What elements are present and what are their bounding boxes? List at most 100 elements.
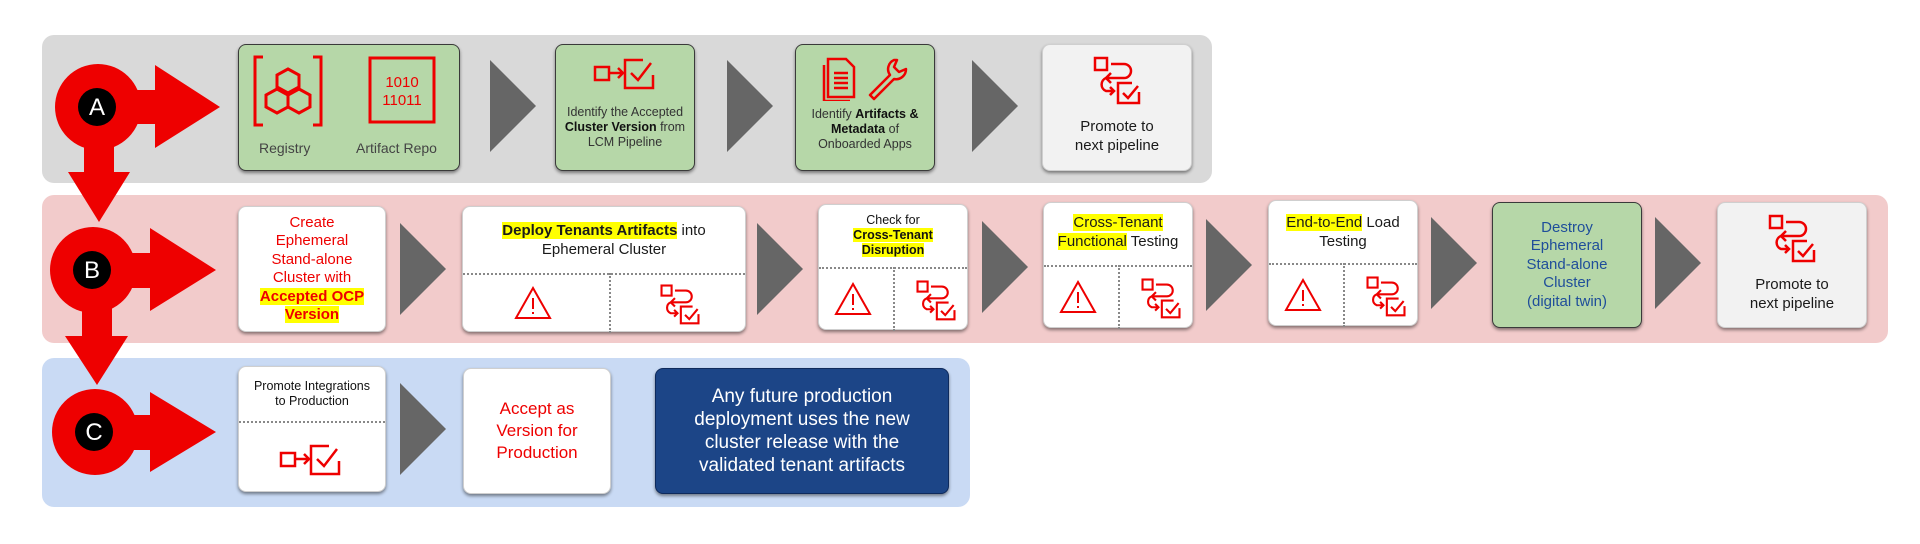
text-line: next pipeline [1749, 295, 1835, 312]
card-future-production-note: Any future production deployment uses th… [655, 368, 949, 494]
text-line: Any future production [711, 386, 893, 407]
badge-b: B [83, 257, 100, 284]
workflow-icon [660, 284, 700, 325]
text-part: Testing [1126, 233, 1179, 250]
connector-arrow [757, 223, 803, 315]
promote-text: Promote to next pipeline [1075, 117, 1159, 155]
divider [609, 273, 611, 333]
text-part: Identify the Accepted [566, 105, 684, 119]
promote-integrations-text: Promote Integrations to Production [254, 379, 370, 409]
identify-artifacts-text: Identify Artifacts & Metadata of Onboard… [812, 107, 919, 152]
text-line: validated tenant artifacts [699, 455, 905, 476]
divider [239, 421, 385, 423]
check-disruption-text: Check for Cross-Tenant Disruption [853, 213, 933, 258]
card-identify-artifacts: Identify Artifacts & Metadata of Onboard… [795, 44, 935, 171]
highlight-text: Functional [1057, 233, 1127, 250]
registry-label: Registry [259, 140, 311, 156]
text-line: Promote Integrations [253, 379, 371, 393]
text-bold: Metadata [830, 122, 886, 136]
connector-arrow [727, 60, 773, 152]
workflow-icon [1366, 276, 1406, 317]
card-create-ephemeral-cluster: Create Ephemeral Stand-alone Cluster wit… [238, 206, 386, 332]
connector-arrow [400, 223, 446, 315]
highlight-text: End-to-End [1286, 214, 1363, 231]
wrench-icon [868, 58, 908, 101]
card-check-cross-tenant-disruption: Check for Cross-Tenant Disruption [818, 204, 968, 331]
text-line: Ephemeral Cluster [541, 241, 667, 258]
future-production-text: Any future production deployment uses th… [694, 385, 909, 477]
text-line: Production [496, 443, 578, 462]
connector-arrow [1206, 219, 1252, 311]
card-deploy-tenants-artifacts: Deploy Tenants Artifacts into Ephemeral … [462, 206, 746, 333]
lane-b-arrow [50, 227, 216, 385]
text-line: Ephemeral [275, 232, 349, 249]
badge-b-circle [73, 251, 111, 289]
text-line: Accept as [499, 399, 575, 418]
text-line: cluster release with the [704, 432, 900, 453]
badge-a-circle [78, 88, 116, 126]
promote-check-icon [593, 58, 655, 90]
card-promote-integrations: Promote Integrations to Production [238, 366, 386, 492]
text-line: Cluster [1543, 274, 1591, 292]
text-line: Destroy [1541, 218, 1593, 236]
warning-icon [1059, 279, 1097, 313]
text-line: Stand-alone [271, 250, 353, 268]
workflow-icon [1093, 56, 1141, 105]
divider [1118, 265, 1120, 329]
card-registry-artifact-repo: 1010 11011 Registry Artifact Repo [238, 44, 460, 171]
workflow-icon [1141, 278, 1181, 319]
lane-a-arrow [55, 64, 220, 222]
text-line: Create [289, 213, 335, 231]
destroy-text: Destroy Ephemeral Stand-alone Cluster (d… [1527, 219, 1608, 312]
text-line: Ephemeral [1530, 237, 1604, 255]
text-line: Stand-alone [1526, 255, 1608, 273]
text-part: LCM Pipeline [587, 135, 663, 149]
text-line: Cluster with [272, 269, 352, 286]
card-end-to-end-load-testing: End-to-End Load Testing [1268, 200, 1418, 327]
text-part: of [885, 122, 900, 136]
warning-icon [834, 281, 872, 315]
connector-arrow [982, 221, 1028, 313]
warning-icon [514, 285, 552, 319]
flow-arrows [50, 64, 220, 475]
text-line: Promote to [1080, 118, 1154, 135]
text-line: to Production [275, 394, 349, 408]
accept-version-text: Accept as Version for Production [496, 398, 577, 464]
divider [893, 267, 895, 331]
text-part: Load [1362, 214, 1400, 231]
text-line: Promote to [1755, 276, 1829, 293]
text-line: Check for [866, 213, 920, 227]
svg-text:1010: 1010 [385, 74, 418, 91]
text-part: from [656, 120, 686, 134]
artifact-repo-label: Artifact Repo [356, 140, 437, 156]
text-line: deployment uses the new [694, 409, 910, 430]
highlight-text: Accepted OCP [259, 287, 365, 305]
text-line: next pipeline [1074, 137, 1160, 154]
card-identify-cluster-version: Identify the Accepted Cluster Version fr… [555, 44, 695, 171]
text-part: Onboarded Apps [818, 137, 912, 151]
highlight-text: Version [284, 306, 340, 323]
text-line: Version for [496, 421, 578, 440]
text-bold: Artifacts & [855, 107, 919, 121]
identify-cluster-version-text: Identify the Accepted Cluster Version fr… [565, 105, 685, 150]
deploy-text: Deploy Tenants Artifacts into Ephemeral … [502, 221, 706, 259]
workflow-icon [916, 280, 956, 321]
load-testing-text: End-to-End Load Testing [1286, 213, 1400, 251]
create-cluster-text: Create Ephemeral Stand-alone Cluster wit… [259, 213, 365, 325]
highlight-text: Cross-Tenant [1073, 214, 1163, 231]
text-bold: Cluster Version [564, 120, 657, 134]
badge-c-circle [75, 413, 113, 451]
promote-text: Promote to next pipeline [1750, 275, 1834, 313]
highlight-text: Deploy Tenants Artifacts [502, 222, 678, 239]
workflow-icon [1768, 214, 1816, 263]
text-part: Identify [811, 107, 856, 121]
highlight-text: Disruption [861, 243, 925, 257]
connector-arrow [1431, 217, 1477, 309]
highlight-text: Cross-Tenant [853, 228, 933, 242]
text-line: Testing [1319, 233, 1367, 250]
registry-icon [253, 55, 323, 127]
functional-testing-text: Cross-Tenant Functional Testing [1057, 213, 1179, 251]
connector-arrow [490, 60, 536, 152]
text-part: into [677, 222, 706, 239]
divider [1343, 263, 1345, 327]
